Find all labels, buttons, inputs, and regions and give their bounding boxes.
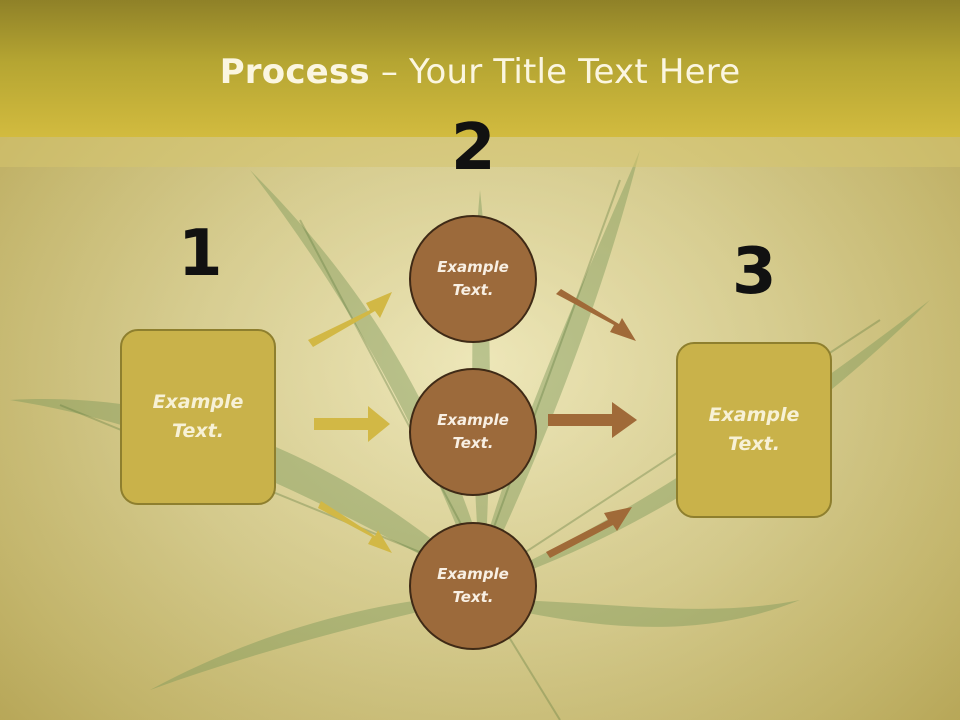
step-1-text-line1: Example [152,391,244,413]
arrow-left-to-bottom [318,501,392,553]
arrow-left-to-middle [314,406,390,442]
arrow-middle-to-right [548,402,637,438]
arrow-top-to-right [556,289,636,341]
circle-top-text-line1: Example [437,258,509,276]
title-bar [0,0,960,137]
step-number-3: 3 [732,235,777,309]
title-bold: Process [219,52,370,92]
circle-middle-text-line2: Text. [452,434,494,452]
circle-bottom-text-line2: Text. [452,588,494,606]
step-1-text-line2: Text. [172,420,224,442]
title-rest: – Your Title Text Here [369,52,741,92]
step-3-text-line2: Text. [728,433,780,455]
slide-title: Process – Your Title Text Here [0,52,960,92]
arrow-bottom-to-right [546,507,632,558]
circle-middle-text-line1: Example [437,411,509,429]
arrow-left-to-top [308,292,392,347]
step-number-1: 1 [178,217,223,291]
title-bar-shadow-band [0,137,960,167]
circle-top-text-line2: Text. [452,281,494,299]
step-number-2: 2 [451,111,496,185]
step-3-text-line1: Example [708,404,800,426]
circle-bottom-text-line1: Example [437,565,509,583]
